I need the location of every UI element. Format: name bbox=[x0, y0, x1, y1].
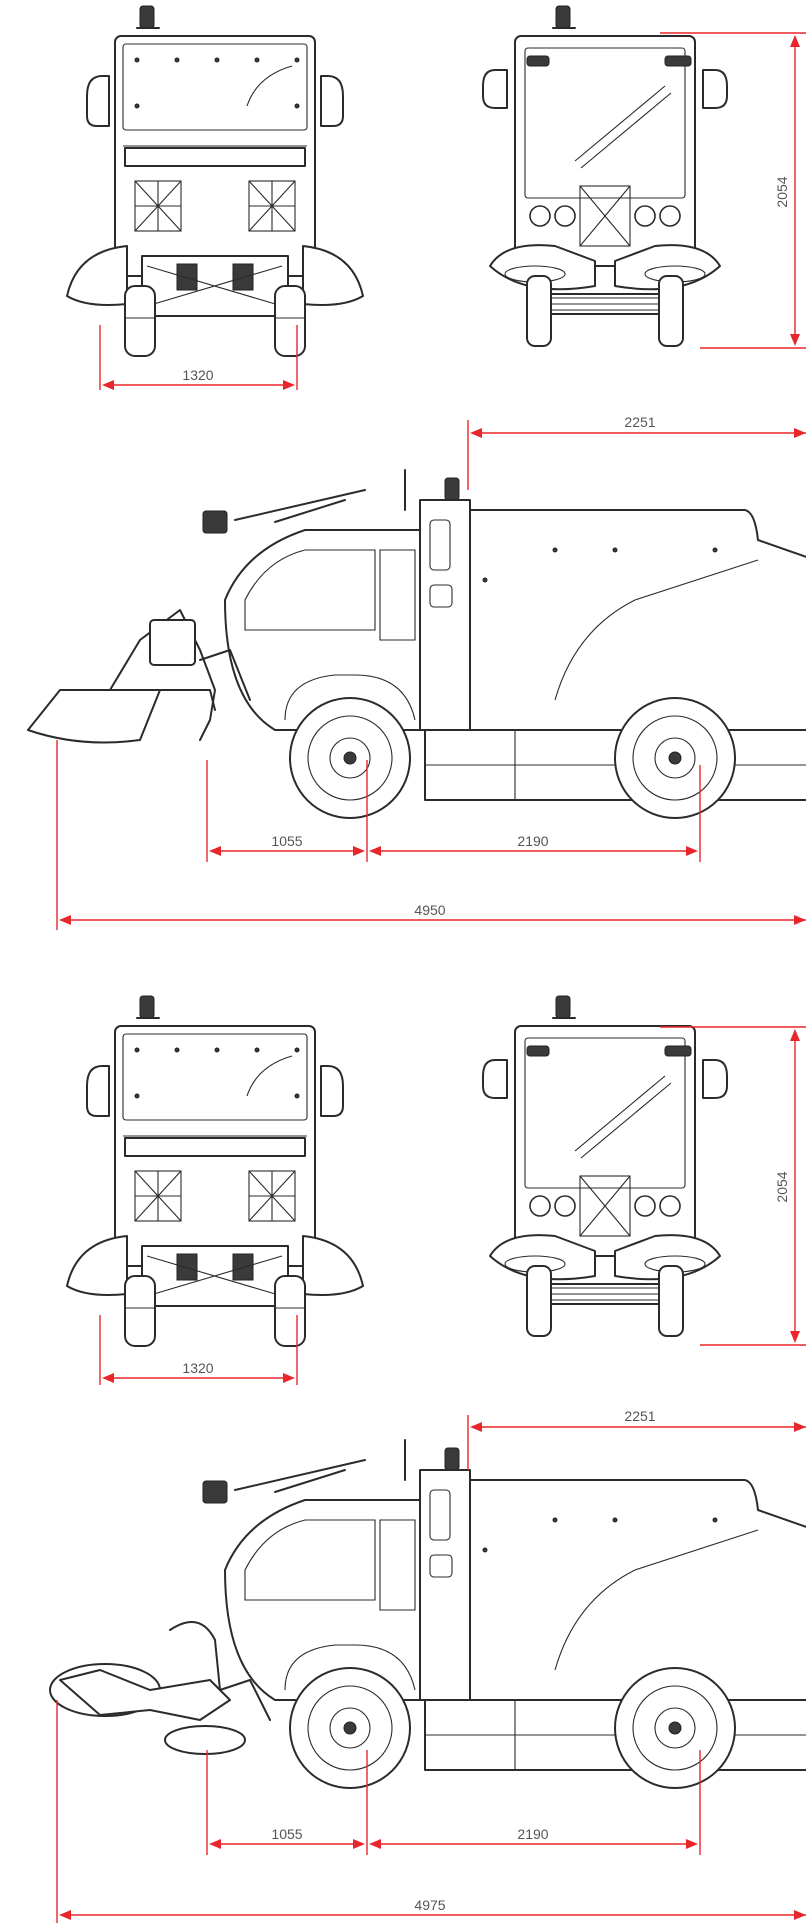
dim-a-overall-length: 4950 bbox=[414, 902, 445, 918]
config-a-dimensions: 1320 2054 2251 1055 2190 4950 bbox=[56, 32, 806, 930]
dim-a-wheelbase: 2190 bbox=[517, 833, 548, 849]
dim-a-front-overhang: 1055 bbox=[271, 833, 302, 849]
dim-b-overall-length: 4975 bbox=[414, 1897, 445, 1913]
config-a-views bbox=[27, 5, 806, 819]
front-view-drawing-b bbox=[482, 995, 728, 1337]
dim-b-front-overhang: 1055 bbox=[271, 1826, 302, 1842]
dim-b-height: 2054 bbox=[774, 1171, 790, 1202]
dim-b-rear-track: 1320 bbox=[182, 1360, 213, 1376]
side-view-drawing-a bbox=[202, 469, 806, 819]
rear-view-drawing-b bbox=[66, 995, 364, 1347]
front-sweeper-attachment-b bbox=[49, 1621, 271, 1755]
config-b-views bbox=[49, 995, 806, 1789]
rear-view-drawing-a bbox=[66, 5, 364, 357]
front-view-drawing-a bbox=[482, 5, 728, 347]
dim-b-2251: 2251 bbox=[624, 1408, 655, 1424]
dim-a-2251: 2251 bbox=[624, 414, 655, 430]
front-brush-attachment-a bbox=[27, 609, 251, 744]
dim-a-height: 2054 bbox=[774, 176, 790, 207]
dim-b-wheelbase: 2190 bbox=[517, 1826, 548, 1842]
dim-a-rear-track: 1320 bbox=[182, 367, 213, 383]
side-view-drawing-b bbox=[202, 1439, 806, 1789]
config-b-dimensions: 1320 2054 2251 1055 2190 4975 bbox=[56, 1026, 806, 1923]
